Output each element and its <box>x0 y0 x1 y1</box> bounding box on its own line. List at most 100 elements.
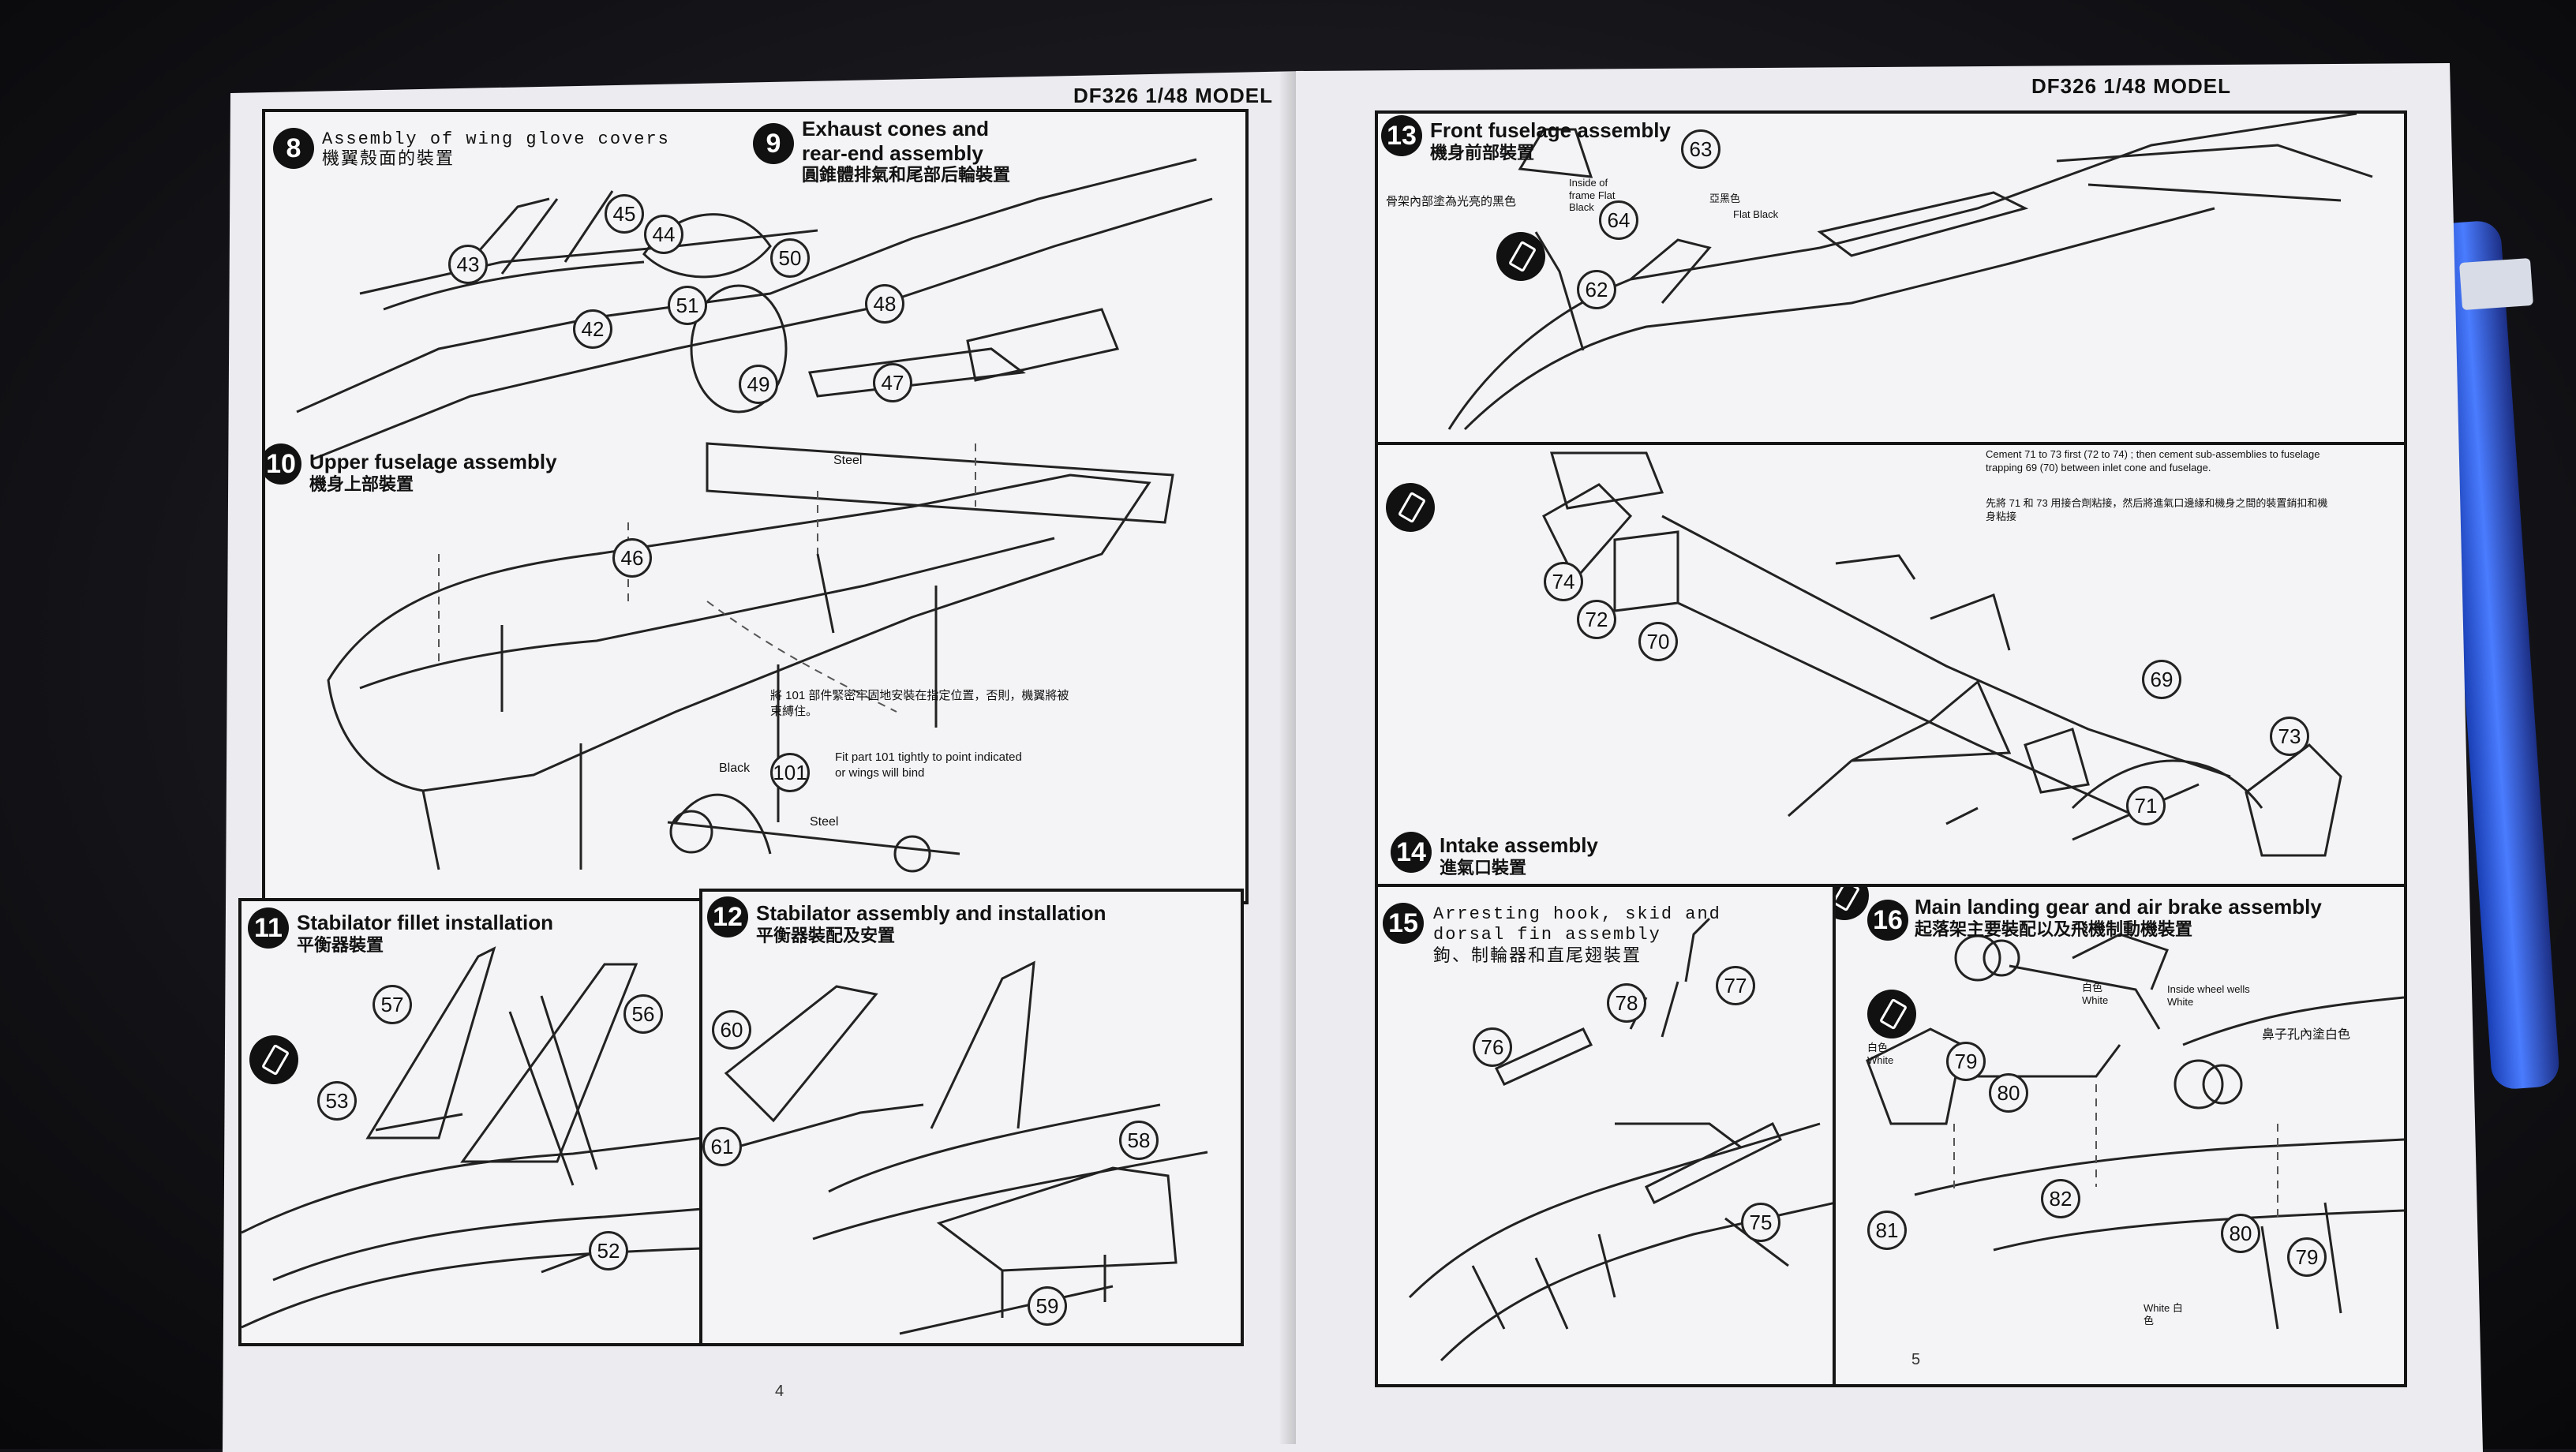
step-13-note-zh: 骨架內部塗為光亮的黑色 <box>1386 195 1517 208</box>
panel-step-15: 15 Arresting hook, skid and dorsal fin a… <box>1375 884 1839 1387</box>
step-12-title: Stabilator assembly and installation 平衡器… <box>756 901 1106 946</box>
step-12-number: 12 <box>707 896 748 937</box>
step-13-title-en: Front fuselage assembly <box>1430 118 1671 142</box>
step-9-title: Exhaust cones and rear-end assembly 圓錐體排… <box>802 117 1039 185</box>
part-70: 70 <box>1638 622 1678 661</box>
part-49: 49 <box>739 365 778 404</box>
part-74: 74 <box>1544 562 1583 601</box>
step-16-title-en: Main landing gear and air brake assembly <box>1915 895 2322 919</box>
step-12-title-en: Stabilator assembly and installation <box>756 901 1106 925</box>
part-73: 73 <box>2270 717 2309 756</box>
pen-clip-band <box>2459 257 2533 311</box>
part-79-right: 79 <box>2287 1237 2327 1277</box>
step-15-number: 15 <box>1383 903 1424 944</box>
part-76: 76 <box>1473 1027 1512 1067</box>
part-79-left: 79 <box>1946 1042 1986 1081</box>
part-64: 64 <box>1599 200 1638 240</box>
step-8-number: 8 <box>273 128 314 169</box>
step-16-title: Main landing gear and air brake assembly… <box>1915 895 2325 940</box>
paint-icon-step13 <box>1496 232 1545 281</box>
part-62: 62 <box>1577 270 1616 309</box>
panel-step-12: 12 Stabilator assembly and installation … <box>699 889 1244 1346</box>
step-14-title: Intake assembly 進氣口裝置 <box>1440 833 1598 878</box>
part-71: 71 <box>2126 786 2166 825</box>
panel-step-11: 11 Stabilator fillet installation 平衡器裝置 … <box>238 898 706 1346</box>
label-white-top: 白色 White <box>2082 982 2109 1006</box>
label-white-left: 白色 White <box>1867 1042 1894 1066</box>
part-61: 61 <box>702 1127 742 1166</box>
label-white-bottom: White 白色 <box>2144 1302 2183 1327</box>
panel-step-16: 16 Main landing gear and air brake assem… <box>1833 884 2407 1387</box>
step-11-title-zh: 平衡器裝置 <box>297 934 384 955</box>
right-page-number: 5 <box>1911 1351 1921 1368</box>
label-zh-flat-black: 亞黑色 <box>1709 193 1741 204</box>
part-69: 69 <box>2142 660 2181 699</box>
part-42: 42 <box>573 309 612 349</box>
step-13-number: 13 <box>1381 115 1422 156</box>
step-15-title-zh: 鉤、制輪器和直尾翅裝置 <box>1433 945 1642 965</box>
part-48: 48 <box>865 284 904 324</box>
part-47: 47 <box>873 363 912 402</box>
paint-icon-step14 <box>1386 483 1435 532</box>
part-82: 82 <box>2041 1179 2080 1218</box>
right-page-header: DF326 1/48 MODEL <box>2031 74 2231 98</box>
step-9-title-zh: 圓錐體排氣和尾部后輪裝置 <box>802 165 1011 185</box>
part-80-left: 80 <box>1989 1073 2028 1113</box>
step-14-number: 14 <box>1391 832 1432 873</box>
step-11-title-en: Stabilator fillet installation <box>297 911 554 934</box>
part-51: 51 <box>668 286 707 325</box>
part-50: 50 <box>770 238 810 278</box>
step-15-title: Arresting hook, skid and dorsal fin asse… <box>1433 904 1749 966</box>
part-58: 58 <box>1119 1121 1159 1160</box>
stabilator-fillet-drawing <box>242 946 702 1329</box>
part-72: 72 <box>1577 600 1616 639</box>
part-44: 44 <box>644 215 683 254</box>
part-59: 59 <box>1028 1286 1067 1326</box>
label-inside-frame-flat-black: Inside of frame Flat Black <box>1569 177 1616 214</box>
step-14-note-en: Cement 71 to 73 first (72 to 74) ; then … <box>1986 448 2320 473</box>
part-101: 101 <box>770 753 810 792</box>
step-14-title-en: Intake assembly <box>1440 833 1598 857</box>
panel-step-13: 13 Front fuselage assembly 機身前部裝置 骨架內部塗為… <box>1375 110 2407 448</box>
step-9-title-en: Exhaust cones and rear-end assembly <box>802 117 989 165</box>
part-78: 78 <box>1607 983 1646 1023</box>
fuselage-drawing-upper <box>296 158 1213 873</box>
part-60: 60 <box>712 1010 751 1050</box>
left-page-header: DF326 1/48 MODEL <box>1073 84 1273 107</box>
part-77: 77 <box>1716 966 1755 1005</box>
left-page-number: 4 <box>775 1383 784 1400</box>
stabilator-assembly-drawing <box>717 960 1208 1335</box>
part-56: 56 <box>623 994 663 1034</box>
label-inside-wheel-wells: Inside wheel wells White <box>2167 983 2250 1008</box>
step-8-title-en: Assembly of wing glove covers <box>322 129 670 149</box>
label-black-step10: Black <box>719 762 751 775</box>
step-8-title-zh: 機翼殼面的裝置 <box>322 149 455 170</box>
part-45: 45 <box>605 194 644 234</box>
step-15-title-en: Arresting hook, skid and dorsal fin asse… <box>1433 904 1721 945</box>
step-9-number: 9 <box>753 123 794 164</box>
landing-gear-drawing <box>1866 933 2404 1330</box>
step-10-title-en: Upper fuselage assembly <box>309 450 557 473</box>
part-81: 81 <box>1867 1211 1907 1250</box>
step-13-title: Front fuselage assembly 機身前部裝置 <box>1430 118 1671 163</box>
paint-icon-step11 <box>249 1035 298 1084</box>
label-flat-black: Flat Black <box>1733 208 1779 220</box>
part-52: 52 <box>589 1231 628 1270</box>
right-page: DF326 1/48 MODEL 13 Front fuselage assem… <box>1296 63 2483 1452</box>
step-10-number: 10 <box>265 443 301 485</box>
step-11-number: 11 <box>248 908 289 949</box>
step-12-title-zh: 平衡器裝配及安置 <box>756 925 896 945</box>
front-fuselage-drawing <box>1447 114 2373 431</box>
step-16-title-zh: 起落架主要裝配以及飛機制動機裝置 <box>1915 919 2193 939</box>
step-8-title: Assembly of wing glove covers 機翼殼面的裝置 <box>322 129 670 170</box>
part-53: 53 <box>317 1081 357 1121</box>
panel-steps-8-10: 8 Assembly of wing glove covers 機翼殼面的裝置 … <box>262 109 1249 904</box>
panel-step-14: Cement 71 to 73 first (72 to 74) ; then … <box>1375 442 2407 890</box>
part-63: 63 <box>1681 129 1720 169</box>
step-10-title: Upper fuselage assembly 機身上部裝置 <box>309 450 557 495</box>
label-steel-step10: Steel <box>810 815 839 829</box>
step-10-note-zh: 將 101 部件緊密牢固地安裝在指定位置，否則，機翼將被束縛住。 <box>770 689 1069 718</box>
label-steel-step9: Steel <box>833 454 863 467</box>
left-page: DF326 1/48 MODEL <box>223 71 1305 1452</box>
arresting-hook-drawing <box>1408 917 1836 1362</box>
